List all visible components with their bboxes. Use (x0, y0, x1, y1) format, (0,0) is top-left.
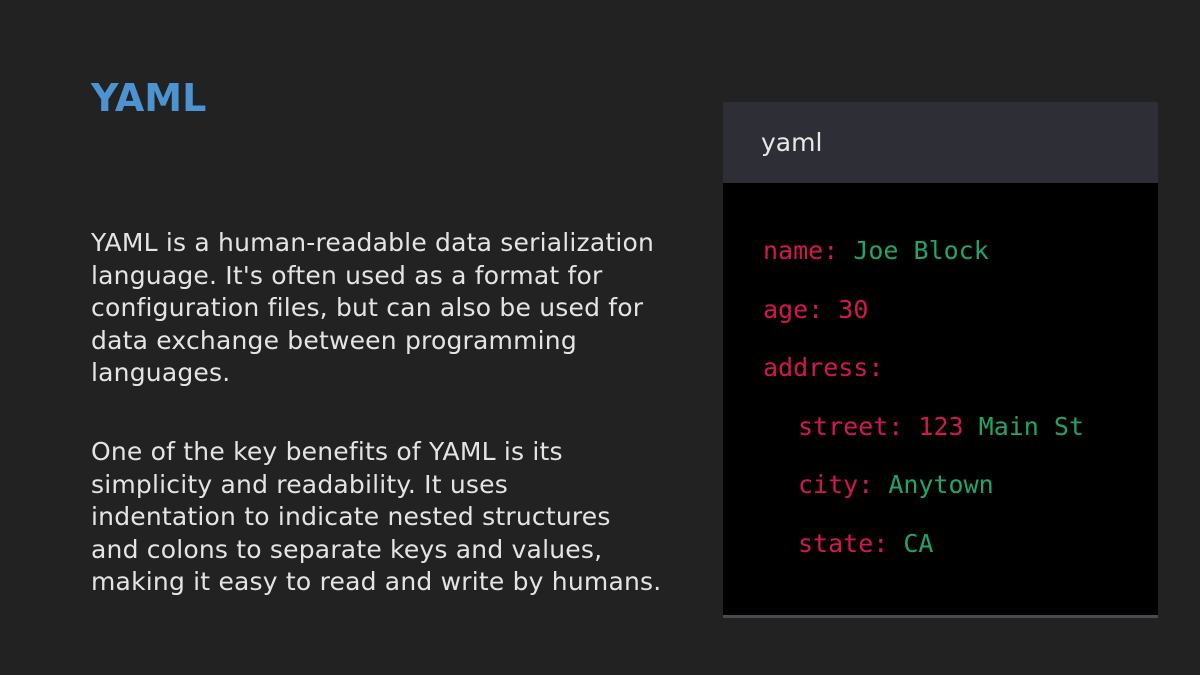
code-key: address: (763, 353, 884, 382)
code-panel: yaml name: Joe Block age: 30 address: st… (723, 102, 1158, 618)
code-line: state: CA (763, 529, 1084, 588)
language-label: yaml (761, 128, 823, 157)
code-key: age: (763, 294, 824, 324)
code-key: state: (798, 528, 889, 558)
code-key: name: (763, 236, 839, 265)
code-line: age: 30 (763, 295, 1084, 354)
code-panel-header: yaml (723, 102, 1158, 183)
slide-title: YAML (91, 76, 207, 120)
code-line: address: (763, 353, 1084, 412)
code-value: CA (903, 528, 934, 558)
code-line: city: Anytown (763, 470, 1084, 529)
code-number: 123 (918, 411, 964, 441)
code-number: 30 (838, 294, 869, 324)
code-line: street: 123 Main St (763, 412, 1084, 471)
code-key: street: (798, 411, 904, 441)
code-value: Joe Block (853, 236, 989, 265)
code-block: name: Joe Block age: 30 address: street:… (763, 236, 1084, 587)
code-key: city: (798, 470, 874, 499)
code-value: Anytown (888, 470, 994, 499)
code-value: Main St (978, 411, 1084, 441)
paragraph-intro: YAML is a human-readable data serializat… (91, 228, 655, 387)
code-line: name: Joe Block (763, 236, 1084, 295)
paragraph-benefits: One of the key benefits of YAML is its s… (91, 437, 662, 596)
